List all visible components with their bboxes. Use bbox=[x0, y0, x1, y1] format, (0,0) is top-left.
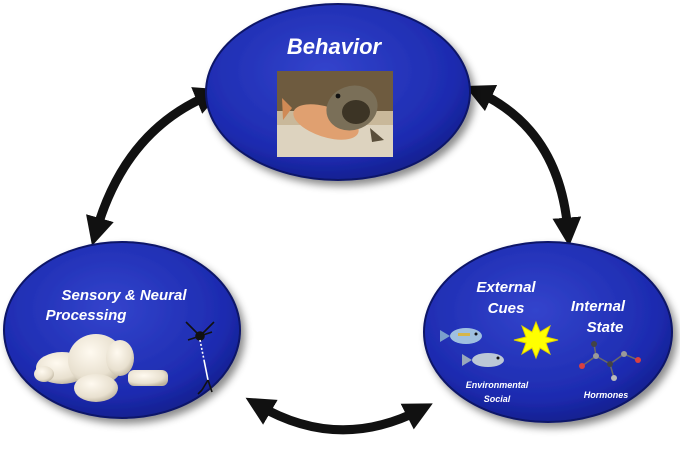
behavior-title: Behavior bbox=[287, 34, 383, 59]
neuron-icon bbox=[185, 321, 215, 395]
fish-icon bbox=[440, 328, 482, 344]
internal-state-line1: Internal bbox=[571, 298, 626, 315]
sun-icon bbox=[513, 320, 559, 360]
molecule-icon bbox=[579, 341, 641, 381]
internal-state-line2: State bbox=[587, 319, 624, 336]
external-cues-line2: Cues bbox=[488, 300, 525, 317]
sensory-title-line1: Sensory & Neural bbox=[61, 287, 187, 304]
arrow-sensory-behavior bbox=[86, 87, 224, 246]
environmental-label: Environmental bbox=[466, 380, 529, 390]
hormones-label: Hormones bbox=[584, 390, 629, 400]
arrow-behavior-cues bbox=[464, 84, 582, 247]
cues-state-node: External Cues Internal State bbox=[423, 241, 673, 423]
behavior-node: Behavior bbox=[205, 3, 471, 181]
fish-photo-icon bbox=[277, 71, 393, 157]
brain-icon bbox=[34, 334, 168, 402]
sensory-title-line2: Processing bbox=[46, 307, 127, 324]
sensory-neural-node: Sensory & Neural Processing bbox=[3, 241, 241, 419]
arrow-sensory-cues bbox=[245, 397, 433, 435]
fish-icon bbox=[462, 353, 504, 367]
social-label: Social bbox=[484, 394, 511, 404]
external-cues-line1: External bbox=[476, 279, 536, 296]
